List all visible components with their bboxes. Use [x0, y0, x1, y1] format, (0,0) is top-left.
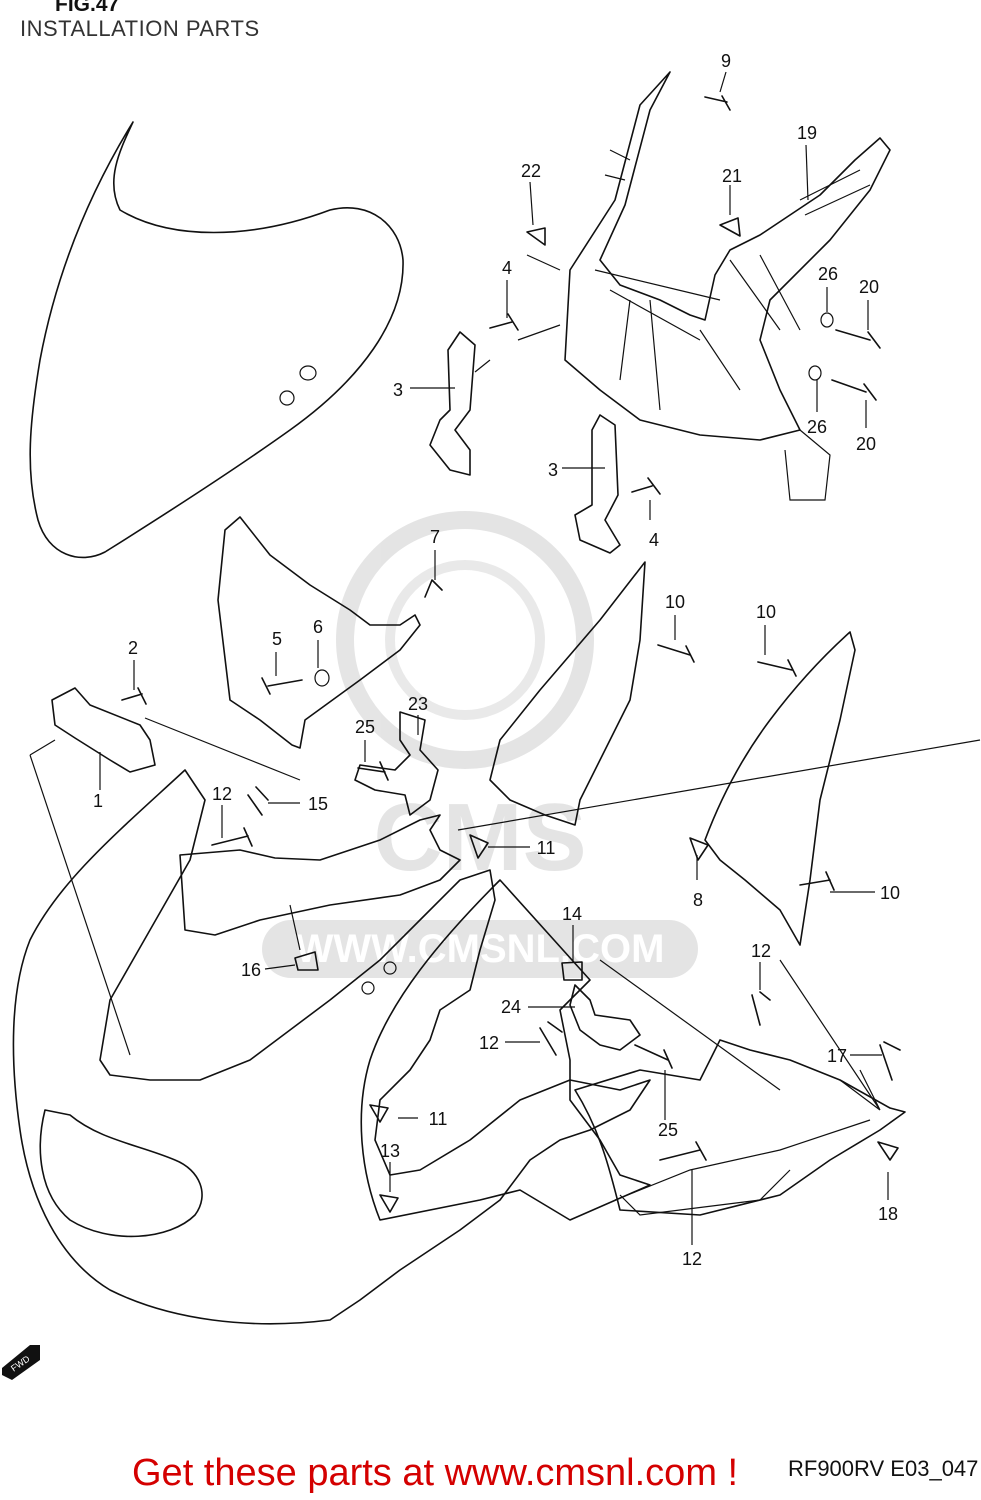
- mount-hole: [383, 961, 397, 975]
- under-cowling: [574, 1039, 906, 1216]
- callout-23: 23: [408, 694, 428, 714]
- figure-number: FIG.47: [55, 0, 120, 16]
- inner-panel-upper-left: [217, 516, 421, 749]
- leader-lines: [29, 71, 981, 1245]
- callout-12-b: 12: [751, 941, 771, 961]
- callout-2: 2: [128, 638, 138, 658]
- callout-9: 9: [721, 51, 731, 71]
- cms-watermark: CMS WWW.CMSNL.COM: [262, 511, 698, 978]
- callout-26-lower: 26: [807, 417, 827, 437]
- callout-6: 6: [313, 617, 323, 637]
- callout-16: 16: [241, 960, 261, 980]
- callout-8: 8: [693, 890, 703, 910]
- drawing-code: RF900RV E03_047: [788, 1456, 979, 1481]
- callout-26-upper: 26: [818, 264, 838, 284]
- fasteners: [121, 95, 901, 1213]
- callout-labels: 9 19 21 22 4 26 20 3 26 20 3 4 7 10 10 6…: [93, 51, 900, 1269]
- callout-7: 7: [430, 527, 440, 547]
- callout-12-a: 12: [212, 784, 232, 804]
- side-cowling-right: [704, 631, 856, 946]
- callout-20-upper: 20: [859, 277, 879, 297]
- callout-11-lower: 11: [429, 1109, 448, 1129]
- callout-25-lower: 25: [658, 1120, 678, 1140]
- callout-17: 17: [827, 1046, 847, 1066]
- callout-11-upper: 11: [537, 838, 556, 858]
- callout-3-left: 3: [393, 380, 403, 400]
- callout-4-upper: 4: [502, 258, 512, 278]
- callout-10-b: 10: [756, 602, 776, 622]
- promo-banner[interactable]: Get these parts at www.cmsnl.com !: [132, 1452, 739, 1494]
- cowling-stay-right: [574, 414, 621, 554]
- fwd-arrow-icon: FWD: [2, 1345, 40, 1380]
- callout-3-right: 3: [548, 460, 558, 480]
- callout-25-upper: 25: [355, 717, 375, 737]
- callout-13: 13: [380, 1141, 400, 1161]
- callout-5: 5: [272, 629, 282, 649]
- mount-hole: [361, 981, 375, 995]
- callout-14: 14: [562, 904, 582, 924]
- figure-title: INSTALLATION PARTS: [20, 16, 260, 41]
- windscreen-hole: [279, 390, 295, 406]
- under-cowling-edge: [619, 1169, 791, 1216]
- callout-15: 15: [308, 794, 328, 814]
- bracket-part-1: [51, 687, 156, 773]
- callout-20-lower: 20: [856, 434, 876, 454]
- windscreen-hole: [299, 365, 317, 381]
- windscreen: [29, 121, 404, 559]
- bracket-part-23: [354, 711, 439, 816]
- callout-19: 19: [797, 123, 817, 143]
- callout-24: 24: [501, 997, 521, 1017]
- cowling-bracket-frame: [564, 71, 891, 501]
- inner-trim-left: [179, 814, 461, 936]
- callout-1: 1: [93, 791, 103, 811]
- callout-12-c: 12: [479, 1033, 499, 1053]
- cowling-stay-left: [429, 331, 476, 476]
- under-cowling-edge: [614, 1119, 871, 1201]
- callout-12-d: 12: [682, 1249, 702, 1269]
- callout-21: 21: [722, 166, 742, 186]
- callout-4-lower: 4: [649, 530, 659, 550]
- callout-22: 22: [521, 161, 541, 181]
- callout-10-a: 10: [665, 592, 685, 612]
- callout-18: 18: [878, 1204, 898, 1224]
- lower-cowling-main: [12, 769, 651, 1325]
- callout-10-c: 10: [880, 883, 900, 903]
- headlight-opening: [39, 1109, 203, 1238]
- bracket-part-24: [569, 984, 641, 1051]
